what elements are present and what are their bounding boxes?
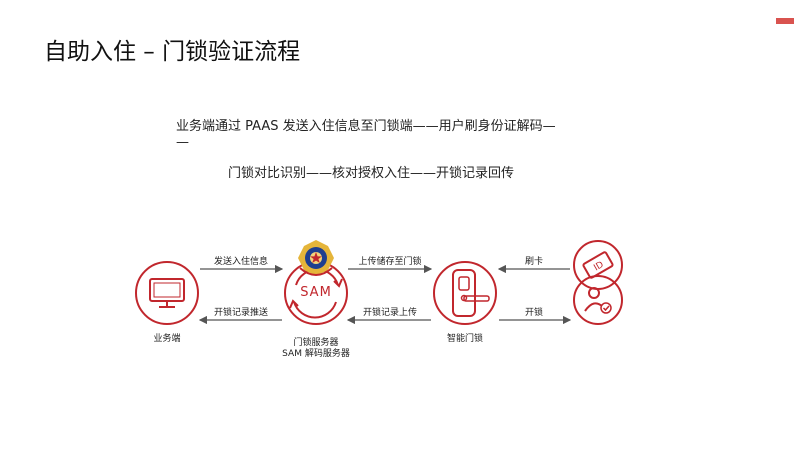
label-upload-store: 上传储存至门锁 bbox=[358, 257, 422, 267]
lock-node-label: 智能门锁 bbox=[446, 334, 483, 344]
server-node-label-1: 门锁服务器 bbox=[293, 338, 339, 348]
id-card-icon: ID bbox=[582, 251, 614, 279]
business-node-label: 业务端 bbox=[153, 334, 181, 344]
corner-tag bbox=[776, 18, 794, 24]
lock-node bbox=[433, 261, 497, 325]
label-send-checkin: 发送入住信息 bbox=[213, 257, 268, 267]
user-node: ID bbox=[573, 240, 623, 325]
page-title: 自助入住 – 门锁验证流程 bbox=[44, 39, 301, 65]
label-unlock-record-upload: 开锁记录上传 bbox=[362, 308, 417, 318]
description-line-1: 业务端通过 PAAS 发送入住信息至门锁端——用户刷身份证解码— bbox=[176, 119, 556, 134]
smart-lock-icon bbox=[452, 269, 490, 317]
server-node-label-2: SAM 解码服务器 bbox=[282, 349, 350, 359]
description-line-2: — bbox=[176, 135, 189, 150]
label-swipe-card: 刷卡 bbox=[524, 257, 543, 267]
label-push-unlock-record: 开锁记录推送 bbox=[213, 308, 268, 318]
svg-text:ID: ID bbox=[592, 260, 605, 273]
verified-user-icon bbox=[584, 287, 612, 314]
monitor-icon bbox=[149, 278, 185, 308]
label-unlock: 开锁 bbox=[524, 308, 543, 318]
business-node bbox=[135, 261, 199, 325]
police-emblem-icon bbox=[298, 240, 334, 276]
description-line-3: 门锁对比识别——核对授权入住——开锁记录回传 bbox=[228, 166, 515, 181]
sam-badge: SAM bbox=[300, 285, 332, 300]
